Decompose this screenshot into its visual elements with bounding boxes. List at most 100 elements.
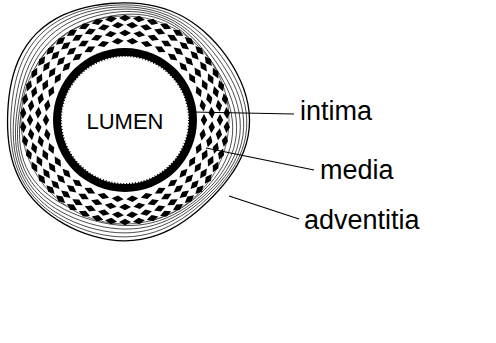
media-diamond	[119, 15, 131, 21]
media-diamond	[105, 15, 118, 23]
media-diamond	[221, 134, 230, 147]
media-diamond	[44, 44, 57, 57]
layer-label: media	[320, 156, 394, 186]
media-diamond	[29, 160, 40, 174]
lumen-circle	[61, 56, 189, 184]
media-diamond	[35, 121, 42, 133]
media-diamond	[112, 22, 124, 29]
media-diamond	[126, 211, 138, 218]
media-diamond	[91, 17, 104, 26]
media-diamond	[35, 107, 42, 119]
media-diamond	[193, 44, 206, 57]
media-diamond	[205, 135, 214, 148]
media-diamond	[126, 38, 139, 45]
media-diamond	[36, 54, 48, 67]
media-diamond	[20, 121, 27, 133]
media-diamond	[198, 99, 206, 112]
media-diamond	[43, 99, 51, 112]
media-diamond	[133, 30, 146, 38]
media-diamond	[112, 211, 124, 218]
media-diamond	[105, 217, 118, 225]
media-diamond	[27, 99, 35, 112]
media-diamond	[198, 128, 206, 141]
media-diamond	[183, 35, 196, 48]
intima-ring	[53, 48, 197, 192]
media-diamond	[146, 17, 159, 26]
media-diamond	[27, 128, 35, 141]
media-diamond	[140, 208, 153, 217]
media-diamond	[215, 128, 223, 141]
media-diamond	[29, 66, 40, 80]
layer-label: adventitia	[304, 206, 420, 236]
leader-lines	[192, 112, 314, 219]
media-diamond	[217, 114, 223, 126]
media-diamond	[97, 208, 110, 217]
media-diamond	[223, 121, 230, 133]
media-diamond	[221, 93, 230, 106]
media-diamond	[133, 202, 146, 210]
media-diamond	[36, 92, 45, 105]
media-diamond	[119, 219, 131, 225]
leader-line	[229, 196, 299, 219]
media-diamond	[54, 35, 67, 48]
media-diamond	[171, 201, 185, 213]
media-diamond	[193, 183, 206, 196]
media-diamond	[216, 79, 226, 92]
media-diamond	[91, 213, 104, 222]
media-diamond	[24, 147, 34, 160]
media-diamond	[126, 22, 138, 29]
media-ring	[21, 16, 229, 224]
layer-label: intima	[300, 97, 372, 127]
media-diamond	[27, 114, 33, 126]
media-diamond	[119, 204, 131, 210]
media-diamond	[119, 30, 131, 36]
media-diamond	[65, 27, 79, 39]
media-diamond	[140, 191, 153, 200]
media-diamond	[140, 39, 153, 48]
media-diamond	[97, 39, 110, 48]
media-diamond	[126, 195, 139, 202]
adventitia-line	[17, 11, 236, 225]
media-diamond	[78, 21, 92, 32]
media-diamond	[146, 197, 159, 207]
media-diamond	[90, 197, 103, 207]
lumen-label: LUMEN	[86, 109, 163, 135]
media-diamond	[140, 23, 153, 32]
media-diamond	[208, 121, 215, 133]
media-diamond	[146, 33, 159, 43]
media-diamond	[21, 134, 30, 147]
media-diamond	[159, 208, 173, 219]
intima-speckle	[61, 56, 190, 185]
media-diamond	[24, 79, 34, 92]
media-layer	[20, 15, 231, 225]
media-diamond	[210, 66, 221, 80]
media-diamond	[78, 208, 92, 219]
media-diamond	[20, 107, 27, 119]
media-diamond	[111, 38, 124, 45]
media-diamond	[97, 191, 110, 200]
media-diamond	[36, 172, 48, 185]
media-diamond	[171, 27, 185, 39]
lumen-region: LUMEN	[62, 59, 188, 185]
adventitia-layer	[8, 3, 250, 241]
media-diamond	[54, 193, 67, 206]
media-diamond	[43, 114, 49, 126]
media-diamond	[202, 54, 214, 67]
media-diamond	[111, 195, 124, 202]
media-diamond	[104, 202, 117, 210]
leader-line	[192, 112, 294, 114]
media-diamond	[36, 135, 45, 148]
media-diamond	[216, 147, 226, 160]
adventitia-line	[13, 7, 243, 233]
intima-layer	[53, 48, 197, 192]
media-diamond	[133, 217, 146, 225]
media-diamond	[21, 93, 30, 106]
media-diamond	[201, 114, 207, 126]
media-diamond	[133, 15, 146, 23]
adventitia-line	[8, 3, 250, 241]
media-diamond	[97, 23, 110, 32]
media-diamond	[104, 30, 117, 38]
media-diamond	[205, 92, 214, 105]
media-diamond	[159, 21, 173, 32]
